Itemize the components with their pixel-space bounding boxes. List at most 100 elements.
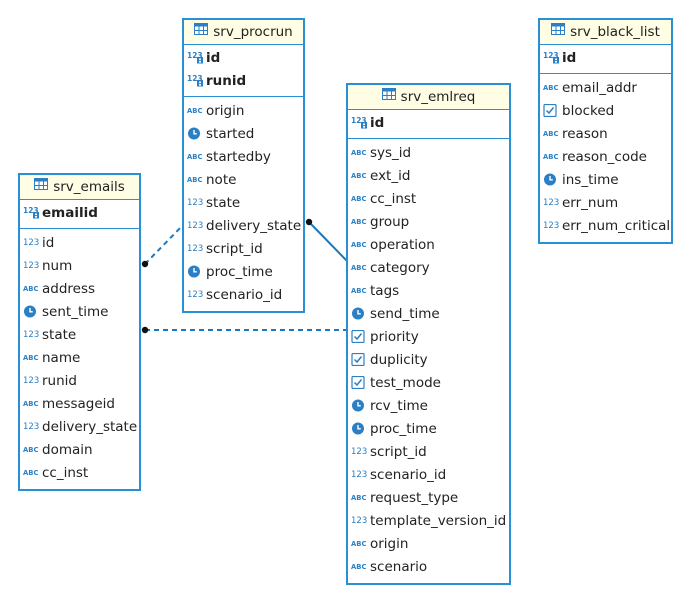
column-name: script_id [206,241,263,257]
column-row[interactable]: test_mode [348,372,509,395]
column-row[interactable]: rcv_time [348,395,509,418]
table-header[interactable]: srv_emails [20,175,139,200]
table-icon [381,84,396,108]
column-row[interactable]: sent_time [20,301,139,324]
text-type-icon: ABC [351,261,368,274]
text-type-icon: ABC [351,238,368,251]
column-name: delivery_state [206,218,302,234]
column-row[interactable]: duplicity [348,349,509,372]
table-header[interactable]: srv_emlreq [348,85,509,110]
svg-text:123: 123 [23,238,39,248]
table-icon [34,174,49,198]
svg-text:ABC: ABC [351,494,366,502]
column-name: address [42,281,96,297]
column-name: scenario [370,559,428,575]
column-name: email_addr [562,80,637,96]
svg-text:ABC: ABC [543,84,558,92]
text-type-icon: ABC [351,284,368,297]
numeric-type-icon: 123 [187,196,204,209]
column-row[interactable]: proc_time [184,261,303,284]
column-row[interactable]: ins_time [540,169,671,192]
column-row[interactable]: ABC email_addr [540,77,671,100]
column-row[interactable]: priority [348,326,509,349]
column-row[interactable]: send_time [348,303,509,326]
text-type-icon: ABC [187,173,204,186]
text-type-icon: ABC [351,537,368,550]
text-type-icon: ABC [351,215,368,228]
column-name: err_num_critical [562,218,671,234]
svg-text:ABC: ABC [187,153,202,161]
column-name: reason_code [562,149,647,165]
column-name: ins_time [562,172,619,188]
column-row[interactable]: ABC ext_id [348,165,509,188]
column-row[interactable]: started [184,123,303,146]
clock-icon [351,307,368,320]
text-type-icon: ABC [187,104,204,117]
table-header[interactable]: srv_black_list [540,20,671,45]
column-name: reason [562,126,608,142]
column-row[interactable]: proc_time [348,418,509,441]
text-type-icon: ABC [23,397,40,410]
column-name: id [370,115,385,131]
column-name: scenario_id [370,467,447,483]
svg-text:ABC: ABC [351,172,366,180]
svg-text:123: 123 [23,206,39,215]
clock-icon [351,399,368,412]
column-name: priority [370,329,419,345]
svg-text:123: 123 [351,116,367,125]
column-name: script_id [370,444,427,460]
column-name: ext_id [370,168,411,184]
column-row[interactable]: blocked [540,100,671,123]
table-header[interactable]: srv_procrun [184,20,303,45]
svg-text:123: 123 [187,221,203,231]
column-name: cc_inst [42,465,89,481]
column-name: send_time [370,306,440,322]
numeric-type-icon: 123 [351,445,368,458]
svg-text:ABC: ABC [351,195,366,203]
svg-text:123: 123 [23,422,39,432]
